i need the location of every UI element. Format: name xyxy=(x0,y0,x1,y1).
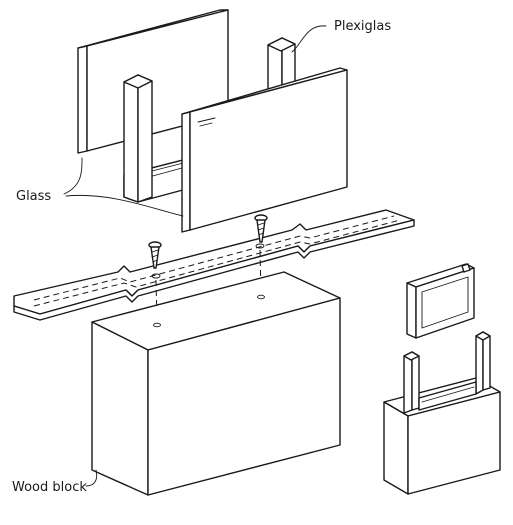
label-wood-block: Wood block xyxy=(12,480,87,495)
front-glass-pane xyxy=(181,67,348,233)
assembled-view xyxy=(383,263,501,495)
screw-right xyxy=(254,214,268,249)
right-screw-guide xyxy=(259,249,262,296)
plexiglas-leader xyxy=(291,25,327,53)
label-glass: Glass xyxy=(16,189,51,204)
screw-left xyxy=(148,241,162,279)
wood-block-leader xyxy=(85,469,98,487)
wood-strip xyxy=(13,209,415,321)
glass-leader-front xyxy=(65,194,184,217)
label-plexiglas: Plexiglas xyxy=(334,19,391,34)
wood-block xyxy=(91,271,341,496)
glass-leader-back xyxy=(63,157,83,195)
